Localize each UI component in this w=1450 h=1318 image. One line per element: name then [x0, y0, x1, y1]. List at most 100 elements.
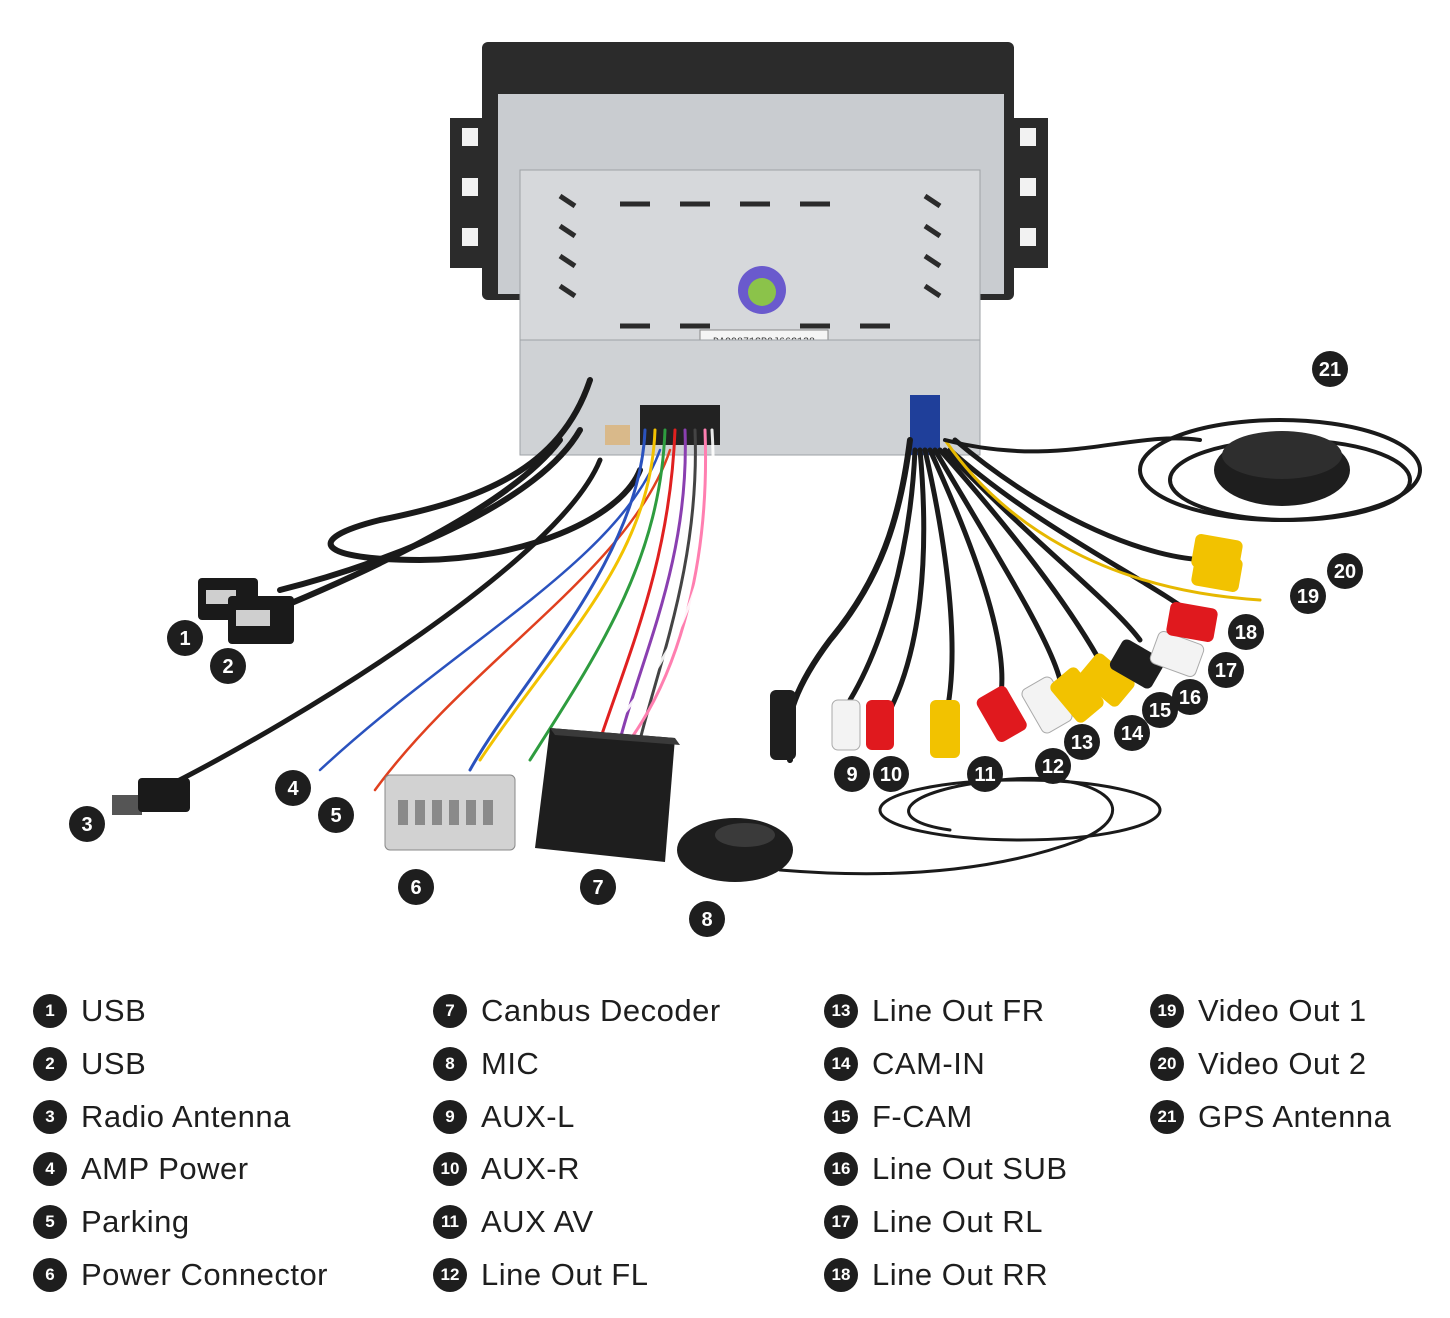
legend-number: 12 — [433, 1257, 467, 1292]
callout-circle — [1142, 692, 1178, 728]
legend-item: 19 Video Out 1 — [1150, 985, 1391, 1038]
callout-badge-2: 2 — [210, 648, 246, 684]
legend-number: 4 — [33, 1152, 67, 1187]
legend-number: 9 — [433, 1099, 467, 1134]
legend-number: 18 — [824, 1257, 858, 1292]
legend-number: 2 — [33, 1047, 67, 1082]
callout-number: 11 — [974, 764, 995, 786]
callout-number: 2 — [222, 656, 233, 678]
legend-item: 18 Line Out RR — [824, 1248, 1068, 1301]
callout-circle — [1327, 553, 1363, 589]
legend-label: AUX-L — [481, 1098, 575, 1134]
callout-circle — [1228, 614, 1264, 650]
callout-badge-15: 15 — [1142, 692, 1178, 728]
callout-number: 12 — [1042, 756, 1064, 778]
callout-circle — [967, 756, 1003, 792]
legend-number: 16 — [824, 1152, 858, 1187]
canbus-decoder-box — [535, 728, 680, 862]
legend-item: 6 Power Connector — [33, 1248, 328, 1301]
callout-number: 3 — [81, 814, 92, 836]
legend-number: 7 — [433, 994, 467, 1029]
callout-number: 21 — [1319, 359, 1341, 381]
callout-badge-3: 3 — [69, 806, 105, 842]
legend-label: USB — [81, 1046, 147, 1082]
legend-label: AUX-R — [481, 1151, 580, 1187]
callout-number: 9 — [846, 764, 857, 786]
rca-plugs — [831, 534, 1243, 758]
legend-item: 9 AUX-L — [433, 1090, 721, 1143]
wiring-diagram: DAQ9871SR0J66C138 — [69, 42, 1422, 937]
legend-item: 3 Radio Antenna — [33, 1090, 328, 1143]
usb-connectors — [198, 578, 294, 644]
legend-number: 14 — [824, 1047, 858, 1082]
legend-label: Line Out RR — [872, 1256, 1049, 1292]
callout-number: 1 — [179, 628, 190, 650]
callout-badge-8: 8 — [689, 901, 725, 937]
callout-number: 15 — [1149, 700, 1171, 722]
legend-item: 16 Line Out SUB — [824, 1143, 1068, 1196]
legend-number: 15 — [824, 1099, 858, 1134]
legend-label: MIC — [481, 1046, 540, 1082]
callout-number: 6 — [410, 877, 421, 899]
callout-circle — [275, 770, 311, 806]
callout-badge-16: 16 — [1172, 679, 1208, 715]
callout-badge-21: 21 — [1312, 351, 1348, 387]
legend-label: Radio Antenna — [81, 1098, 291, 1134]
legend-label: Video Out 2 — [1198, 1046, 1367, 1082]
legend-number: 6 — [33, 1257, 67, 1292]
microphone — [677, 818, 793, 882]
legend-number: 3 — [33, 1099, 67, 1134]
callout-badge-9: 9 — [834, 756, 870, 792]
legend-number: 13 — [824, 994, 858, 1029]
legend-number: 19 — [1150, 994, 1184, 1029]
callout-circle — [1172, 679, 1208, 715]
callout-badge-5: 5 — [318, 797, 354, 833]
legend-number: 10 — [433, 1152, 467, 1187]
legend-item: 2 USB — [33, 1038, 328, 1091]
callout-circle — [873, 756, 909, 792]
callout-number: 18 — [1235, 622, 1257, 644]
callout-number: 5 — [330, 805, 341, 827]
legend-label: AUX AV — [481, 1204, 594, 1240]
callout-number: 17 — [1215, 660, 1237, 682]
legend-item: 10 AUX-R — [433, 1143, 721, 1196]
callout-badge-10: 10 — [873, 756, 909, 792]
callout-circle — [580, 869, 616, 905]
callout-circle — [318, 797, 354, 833]
callout-circle — [1290, 578, 1326, 614]
callout-number: 4 — [287, 778, 299, 800]
legend-label: CAM-IN — [872, 1046, 986, 1082]
callout-circle — [1035, 748, 1071, 784]
callout-number: 10 — [880, 764, 902, 786]
callout-circle — [1312, 351, 1348, 387]
callout-number: 8 — [701, 909, 712, 931]
callout-badge-1: 1 — [167, 620, 203, 656]
radio-antenna-plug — [112, 778, 190, 815]
legend-number: 1 — [33, 994, 67, 1029]
legend-label: Line Out FR — [872, 993, 1045, 1029]
callout-number: 20 — [1334, 561, 1356, 583]
legend-label: Line Out SUB — [872, 1151, 1068, 1187]
callout-circle — [689, 901, 725, 937]
legend-label: Line Out RL — [872, 1204, 1043, 1240]
callout-circle — [167, 620, 203, 656]
callout-circle — [1114, 715, 1150, 751]
callout-badge-11: 11 — [967, 756, 1003, 792]
legend-label: Canbus Decoder — [481, 993, 721, 1029]
callout-badge-18: 18 — [1228, 614, 1264, 650]
legend-label: GPS Antenna — [1198, 1098, 1392, 1134]
legend-label: Video Out 1 — [1198, 993, 1367, 1029]
power-connector — [384, 774, 516, 851]
legend-label: Power Connector — [81, 1256, 329, 1292]
callout-badge-17: 17 — [1208, 652, 1244, 688]
